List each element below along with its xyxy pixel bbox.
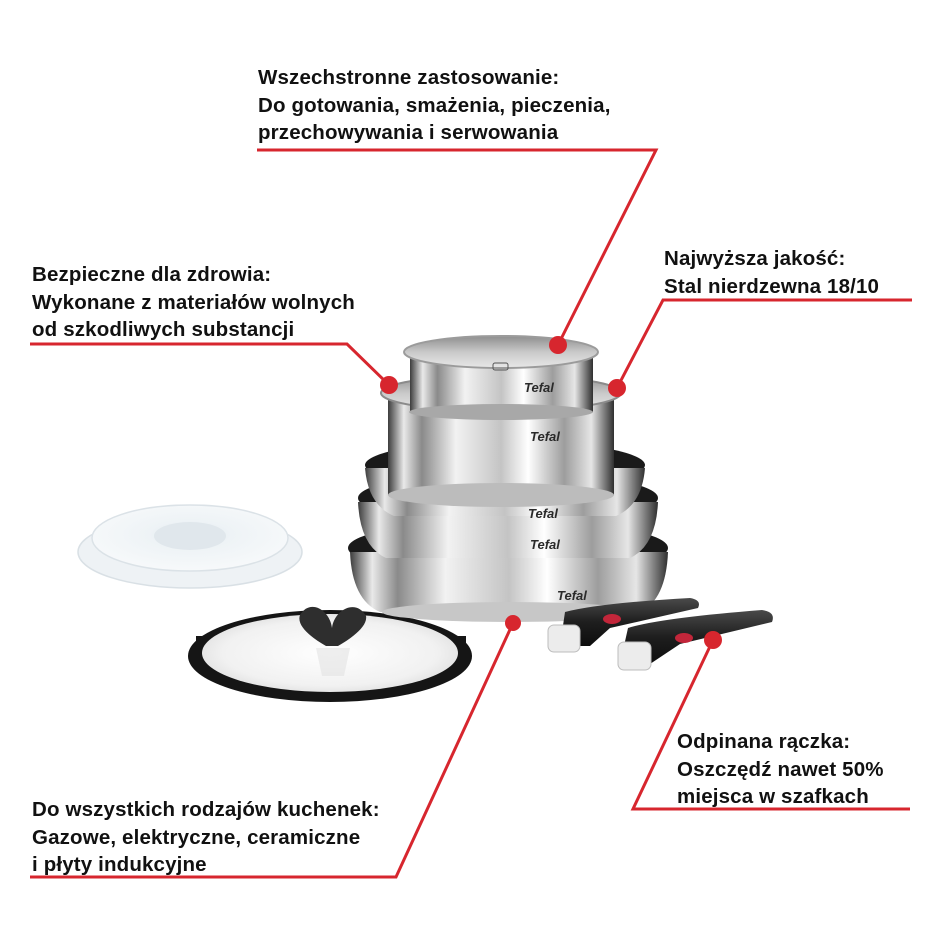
callout-line: przechowywania i serwowania	[258, 121, 559, 144]
callout-title: Do wszystkich rodzajów kuchenek:	[32, 798, 380, 821]
callout-title: Bezpieczne dla zdrowia:	[32, 263, 272, 286]
connector-versatile	[257, 148, 659, 346]
callout-line: Gazowe, elektryczne, ceramiczne	[32, 825, 361, 849]
callout-line: Oszczędź nawet 50%	[677, 757, 884, 781]
callout-title: Najwyższa jakość:	[664, 247, 846, 270]
callout-quality: Najwyższa jakość: Stal nierdzewna 18/10	[664, 245, 879, 300]
callout-line: Do gotowania, smażenia, pieczenia,	[258, 93, 611, 117]
handle-back	[547, 598, 699, 653]
small-saucepan: Tefal	[403, 335, 599, 420]
dot-quality	[608, 379, 626, 397]
callout-handle: Odpinana rączka: Oszczędź nawet 50% miej…	[677, 728, 884, 811]
tefal-logo: Tefal	[557, 588, 587, 603]
dot-versatile	[549, 336, 567, 354]
callout-title: Wszechstronne zastosowanie:	[258, 66, 560, 89]
callout-line: Stal nierdzewna 18/10	[664, 274, 880, 298]
connector-quality	[615, 298, 912, 389]
callout-connectors	[30, 148, 912, 879]
tefal-logo: Tefal	[528, 506, 558, 521]
glass-lid	[188, 606, 472, 702]
tefal-logo: Tefal	[530, 537, 560, 552]
lid-knob	[299, 606, 367, 646]
dot-handle	[704, 631, 722, 649]
cookware-stack: Tefal Tefal Tefal Tefal	[348, 335, 668, 622]
callout-versatile: Wszechstronne zastosowanie: Do gotowania…	[258, 64, 611, 147]
dot-stoves	[505, 615, 521, 631]
dot-healthy	[380, 376, 398, 394]
callout-title: Odpinana rączka:	[677, 730, 851, 753]
connector-stoves	[30, 622, 515, 879]
callout-dots	[380, 336, 722, 649]
connector-healthy	[30, 342, 391, 387]
connector-handle	[630, 639, 910, 811]
detachable-handles	[547, 598, 773, 671]
plastic-lids	[77, 504, 303, 589]
callout-line: Wykonane z materiałów wolnych	[32, 290, 355, 314]
tefal-logo: Tefal	[524, 380, 554, 395]
callout-line: i płyty indukcyjne	[32, 853, 207, 876]
tefal-logo: Tefal	[530, 429, 560, 444]
callout-healthy: Bezpieczne dla zdrowia: Wykonane z mater…	[32, 261, 355, 344]
callout-line: od szkodliwych substancji	[32, 318, 295, 341]
callout-stoves: Do wszystkich rodzajów kuchenek: Gazowe,…	[32, 796, 380, 879]
callout-line: miejsca w szafkach	[677, 785, 869, 808]
handle-front	[617, 610, 773, 671]
